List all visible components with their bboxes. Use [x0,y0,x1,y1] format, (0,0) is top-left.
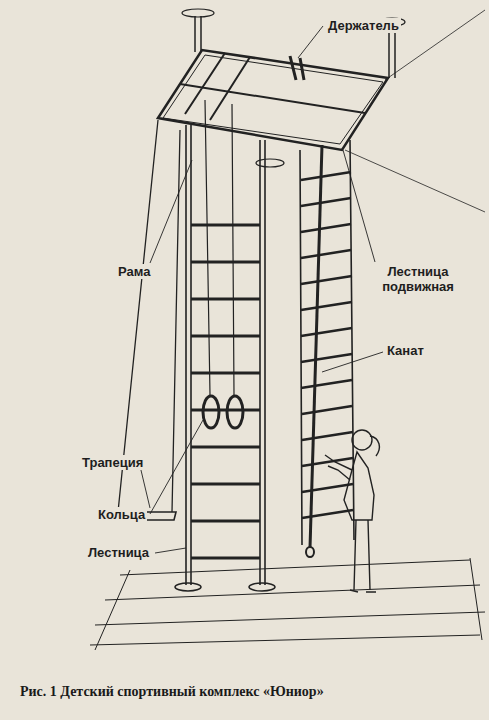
figure-caption: Рис. 1 Детский спортивный комплекс «Юнио… [20,684,324,700]
part-label: Кольца [96,507,147,522]
part-label: Трапеция [80,455,145,470]
part-label: Лестница [86,545,151,560]
part-label: Рама [116,264,152,279]
part-label: Лестница подвижная [370,264,466,294]
part-label: Держатель [326,18,401,33]
part-label: Канат [385,343,426,358]
